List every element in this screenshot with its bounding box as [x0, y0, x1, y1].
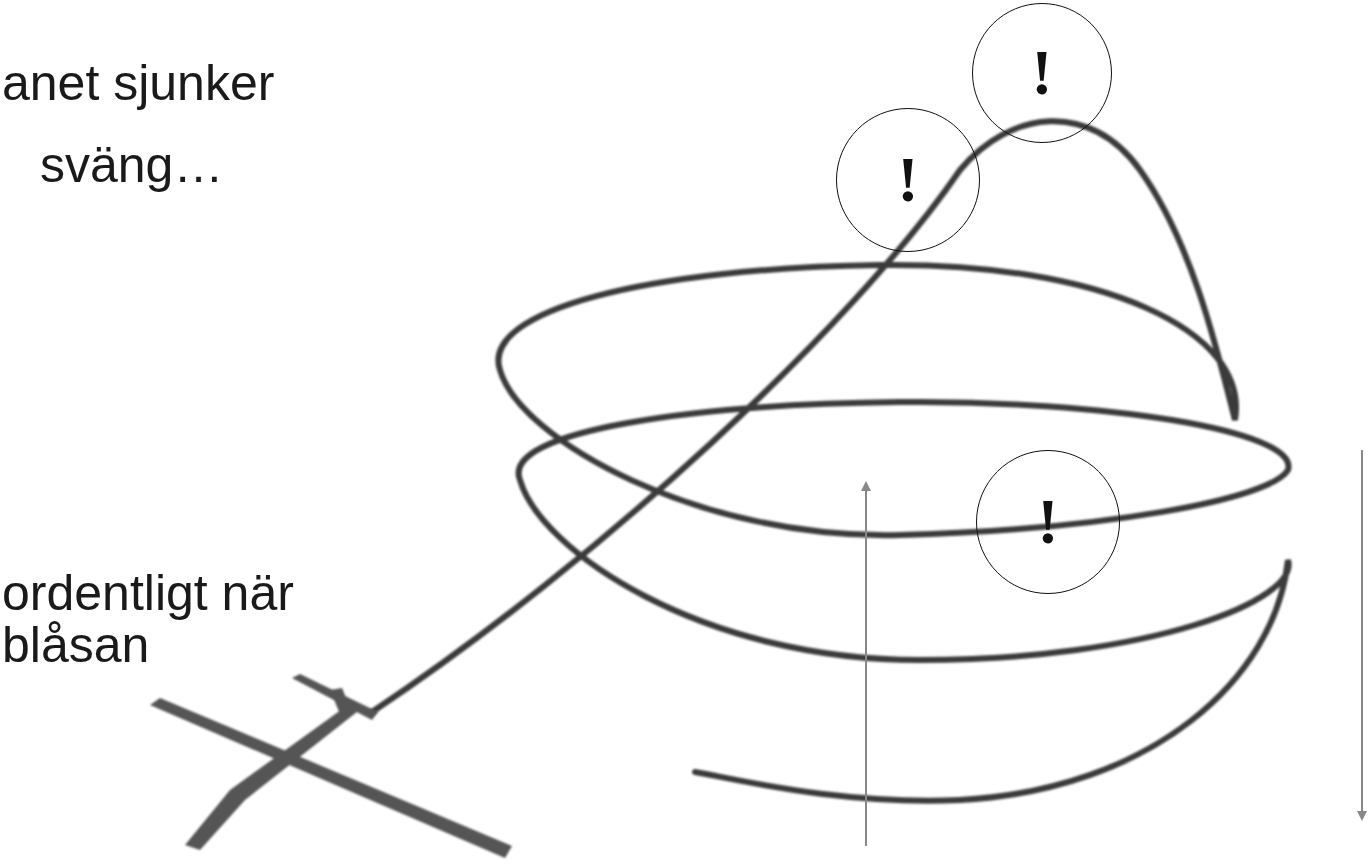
sinking-air-arrow [1361, 450, 1363, 816]
callout-circle: ! [836, 108, 980, 252]
caption-fragment: blåsan [2, 620, 149, 670]
caption-fragment: sväng… [40, 140, 223, 190]
exclamation-mark: ! [1037, 490, 1058, 554]
callout-circle: ! [972, 3, 1112, 143]
exclamation-mark: ! [1031, 41, 1052, 105]
flight-path [372, 121, 1289, 800]
exclamation-mark: ! [897, 148, 918, 212]
callout-circle: ! [976, 450, 1120, 594]
rising-air-arrow [865, 486, 867, 846]
caption-fragment: ordentligt när [2, 568, 294, 618]
glider-silhouette [150, 674, 512, 858]
caption-fragment: anet sjunker [2, 58, 274, 108]
